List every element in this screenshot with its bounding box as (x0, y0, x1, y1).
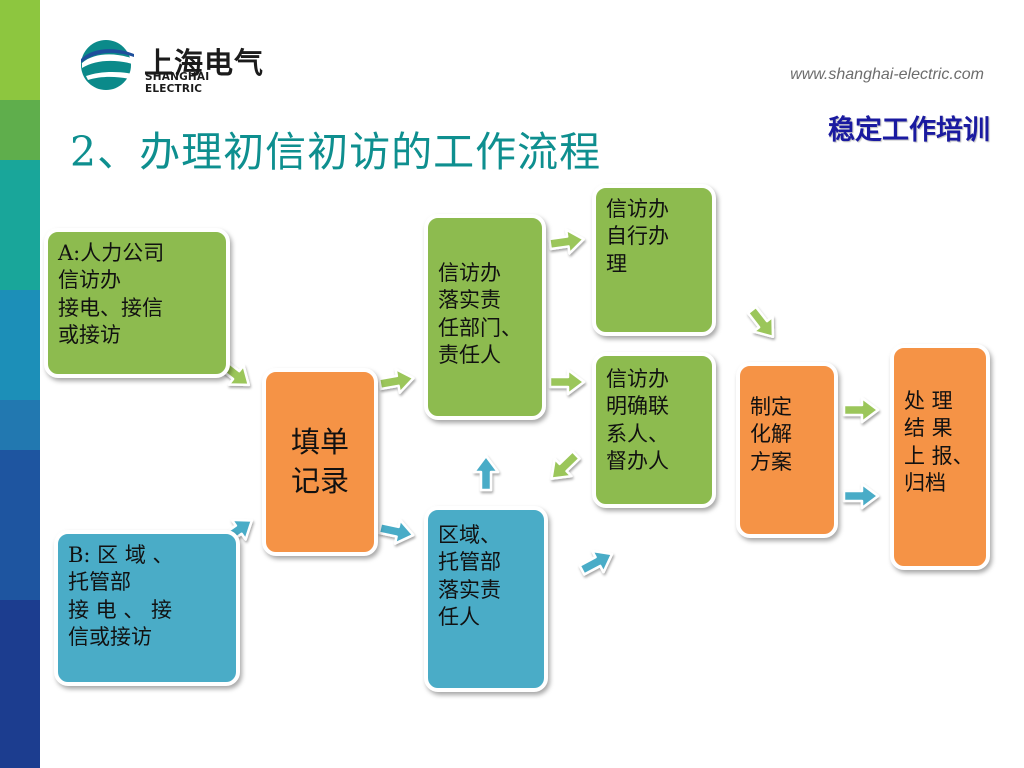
arrow-plan-to-report-2 (842, 482, 880, 510)
logo-mark-icon (81, 40, 136, 90)
node-office-assign-dept: 信访办 落实责 任部门、 责任人 (424, 214, 546, 420)
node-a-company-office: A:人力公司 信访办 接电、接信 或接访 (44, 228, 230, 378)
arrow-record-to-office (376, 365, 417, 398)
arrow-contact-to-record (541, 445, 586, 489)
website-url: www.shanghai-electric.com (790, 66, 984, 83)
arrow-record-to-region (376, 515, 418, 549)
node-result-report: 处 理 结 果 上 报、 归档 (890, 344, 990, 570)
node-b-region-office: B: 区 域 、 托管部 接 电 、 接 信或接访 (54, 530, 240, 686)
node-region-assign-person: 区域、 托管部 落实责 任人 (424, 506, 548, 692)
slide-title: 2、办理初信初访的工作流程 (70, 128, 602, 176)
arrow-office-to-self (547, 226, 587, 258)
logo-english-text: SHANGHAI ELECTRIC (145, 71, 210, 95)
arrow-office-to-contact (548, 368, 586, 396)
node-office-self-handle: 信访办 自行办 理 (592, 184, 716, 336)
side-color-bar (0, 0, 40, 768)
arrow-region-to-contact (575, 542, 619, 582)
node-office-contact-person: 信访办 明确联 系人、 督办人 (592, 352, 716, 508)
arrow-plan-to-report (842, 396, 880, 424)
node-resolution-plan: 制定 化解 方案 (736, 362, 838, 538)
company-logo: 上海电气 SHANGHAI ELECTRIC (78, 38, 268, 95)
arrow-region-to-office (472, 454, 500, 492)
arrow-self-to-plan (741, 301, 784, 346)
logo-chinese-text: 上海电气 (144, 46, 265, 80)
training-label: 稳定工作培训 (828, 115, 990, 146)
node-fill-record: 填单 记录 (262, 368, 378, 556)
